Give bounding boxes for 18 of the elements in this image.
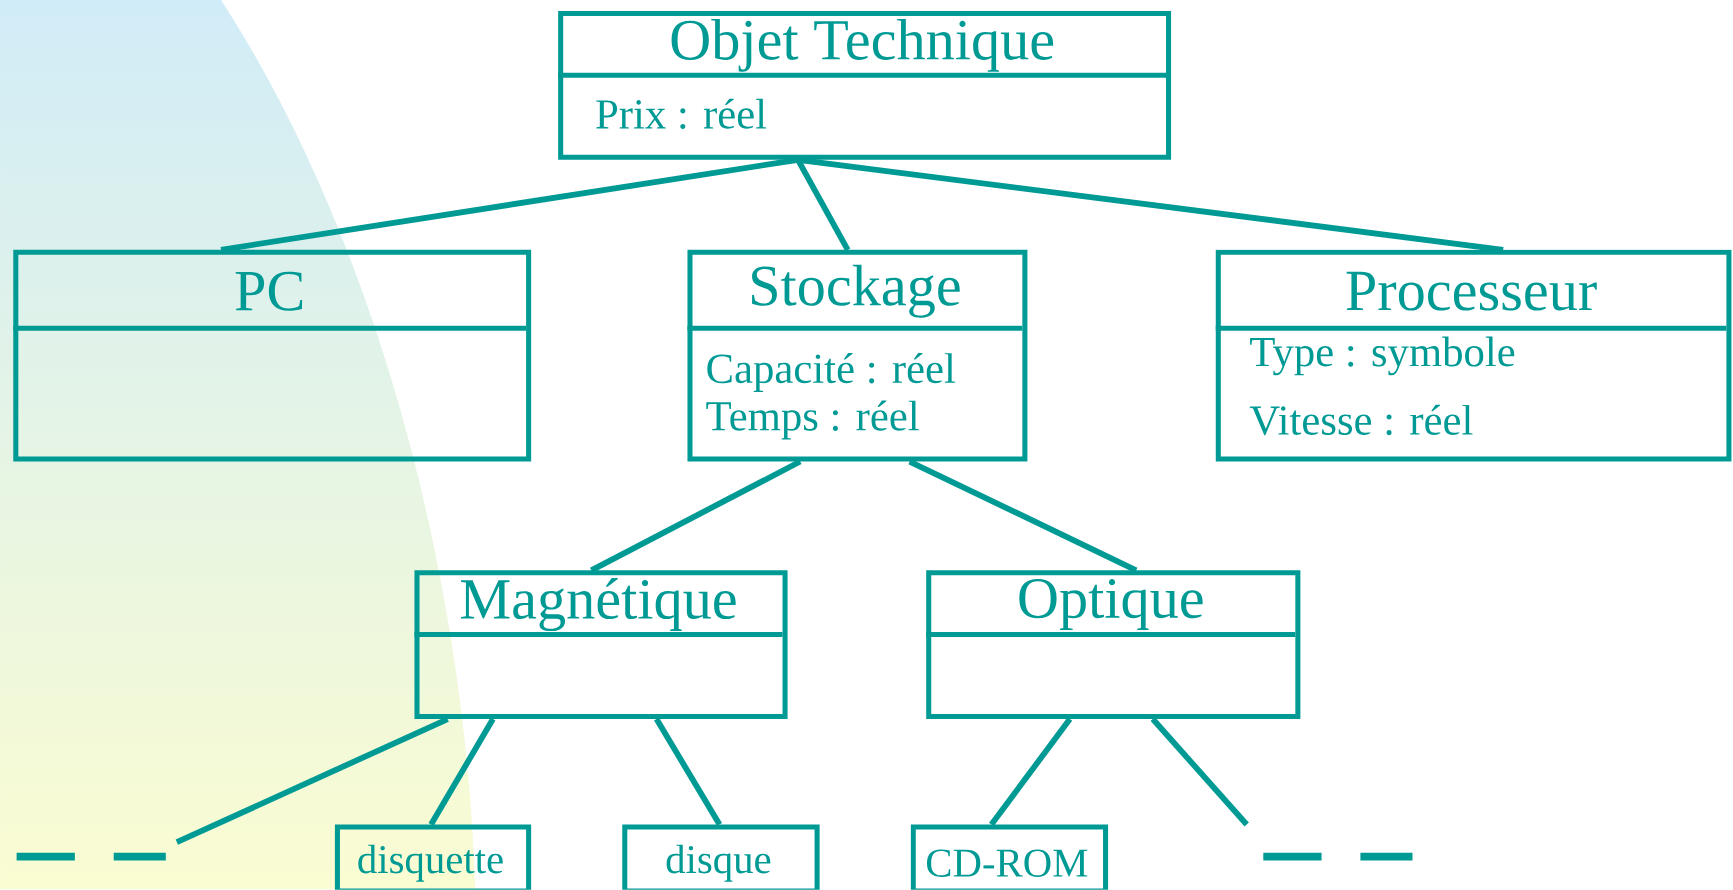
- class-box: Stockage Capacité : réel Temps : réel: [687, 249, 1028, 462]
- connector-line: [175, 716, 449, 845]
- connector-line: [797, 157, 1504, 253]
- class-box: Objet Technique Prix : réel: [558, 11, 1172, 160]
- class-box: PC: [13, 249, 532, 462]
- class-box: disque: [622, 824, 820, 890]
- class-box: Optique: [926, 570, 1301, 720]
- connector-line: [1150, 717, 1249, 827]
- connector-line: [654, 717, 723, 827]
- class-box: CD-ROM: [910, 824, 1109, 890]
- connector-line: [428, 717, 496, 827]
- connector-line: [220, 157, 799, 253]
- connector-line: [908, 459, 1138, 574]
- connector-line: [989, 717, 1073, 827]
- connector-line: [589, 459, 802, 574]
- class-box: Processeur Type : symbole Vitesse : réel: [1215, 249, 1732, 462]
- class-box: disquette: [334, 824, 532, 890]
- class-box: Magnétique: [414, 570, 788, 720]
